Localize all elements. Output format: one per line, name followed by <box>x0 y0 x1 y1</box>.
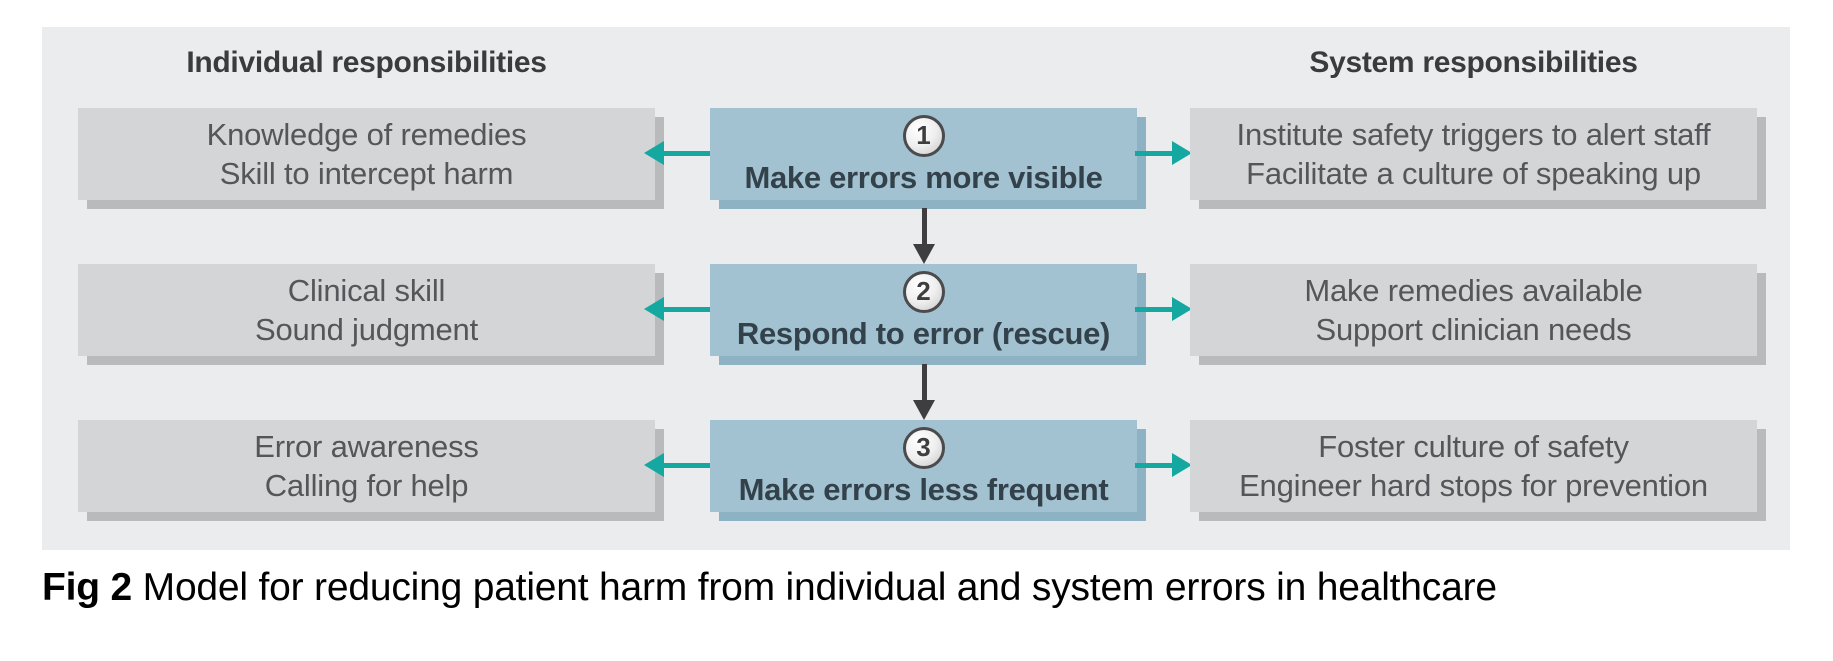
box-line: Calling for help <box>264 468 469 503</box>
row1-system-box: Institute safety triggers to alert staff… <box>1190 108 1757 200</box>
down-arrow-icon <box>904 208 944 264</box>
box-line: Make remedies available <box>1304 273 1643 308</box>
step-label: Respond to error (rescue) <box>736 315 1111 351</box>
row2-individual-box: Clinical skill Sound judgment <box>78 264 655 356</box>
box-line: Error awareness <box>254 429 479 464</box>
row2-step-box: 2 Respond to error (rescue) <box>710 264 1137 356</box>
row2-system-box: Make remedies available Support clinicia… <box>1190 264 1757 356</box>
teal-arrow-left-icon <box>644 291 710 327</box>
step-number-badge: 3 <box>902 426 945 469</box>
step-number-badge: 1 <box>902 114 945 157</box>
row3-individual-box: Error awareness Calling for help <box>78 420 655 512</box>
box-line: Knowledge of remedies <box>206 117 527 152</box>
box-line: Foster culture of safety <box>1318 429 1629 464</box>
individual-responsibilities-header: Individual responsibilities <box>186 46 547 79</box>
row1-individual-box: Knowledge of remedies Skill to intercept… <box>78 108 655 200</box>
row1-step-box: 1 Make errors more visible <box>710 108 1137 200</box>
step-label: Make errors more visible <box>744 159 1103 195</box>
system-responsibilities-header: System responsibilities <box>1309 46 1638 79</box>
box-line: Skill to intercept harm <box>219 156 514 191</box>
box-line: Sound judgment <box>255 312 478 347</box>
teal-arrow-right-icon <box>1135 291 1192 327</box>
row3-step-box: 3 Make errors less frequent <box>710 420 1137 512</box>
box-line: Facilitate a culture of speaking up <box>1246 156 1701 191</box>
row3-system-box: Foster culture of safety Engineer hard s… <box>1190 420 1757 512</box>
teal-arrow-right-icon <box>1135 135 1192 171</box>
step-number-badge: 2 <box>902 270 945 313</box>
figure-caption: Fig 2 Model for reducing patient harm fr… <box>42 566 1802 610</box>
diagram-panel: Individual responsibilities System respo… <box>42 27 1790 550</box>
box-line: Institute safety triggers to alert staff <box>1236 117 1711 152</box>
box-line: Engineer hard stops for prevention <box>1239 468 1708 503</box>
caption-text: Model for reducing patient harm from ind… <box>142 566 1497 609</box>
box-line: Clinical skill <box>287 273 446 308</box>
figure-number: Fig 2 <box>42 566 133 609</box>
step-label: Make errors less frequent <box>738 471 1109 507</box>
teal-arrow-right-icon <box>1135 447 1192 483</box>
teal-arrow-left-icon <box>644 135 710 171</box>
down-arrow-icon <box>904 364 944 420</box>
teal-arrow-left-icon <box>644 447 710 483</box>
box-line: Support clinician needs <box>1315 312 1632 347</box>
